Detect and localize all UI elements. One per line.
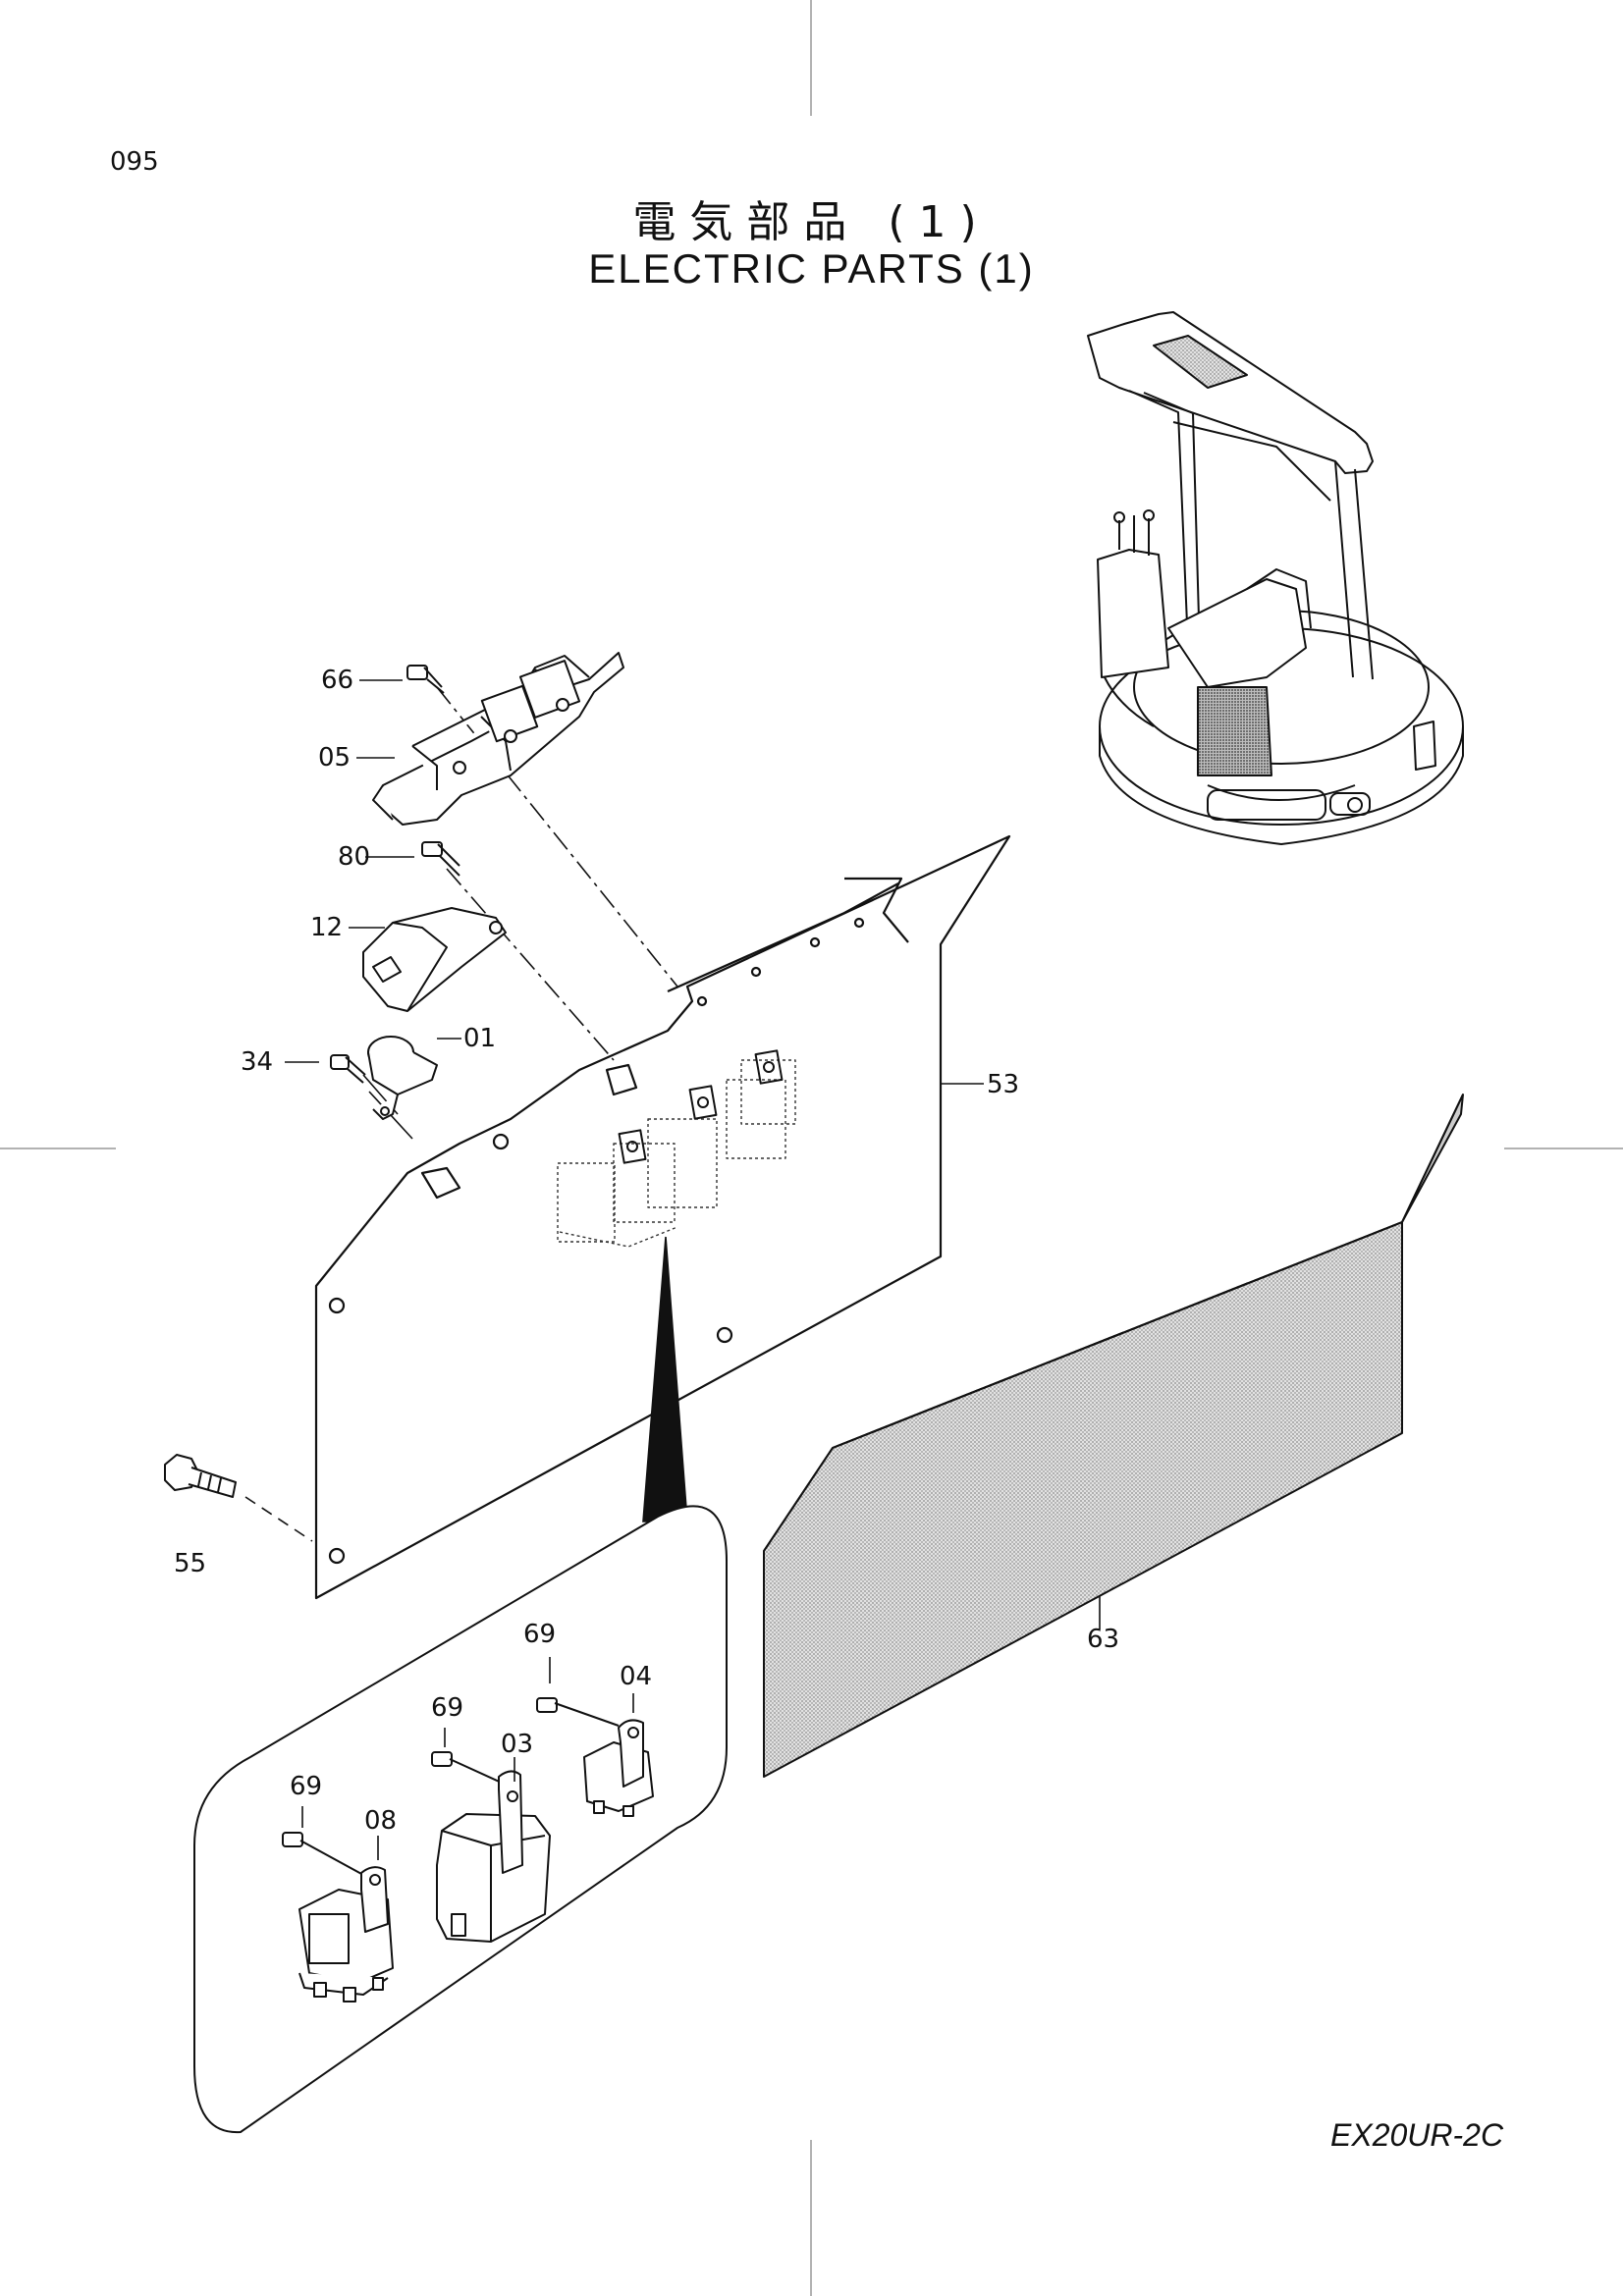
mounting-plate	[314, 834, 1011, 1600]
title-english: ELECTRIC PARTS (1)	[588, 245, 1035, 292]
bracket-12	[362, 841, 507, 1012]
part-label-04: 04	[620, 1662, 653, 1691]
part-label-05: 05	[318, 743, 352, 773]
cover-panel-63	[763, 1094, 1464, 1778]
part-label-03: 03	[501, 1730, 534, 1759]
part-label-12: 12	[310, 913, 344, 942]
part-label-55: 55	[174, 1549, 207, 1578]
part-label-69-b: 69	[431, 1693, 464, 1723]
part-label-66: 66	[321, 666, 354, 695]
bolt-55	[164, 1454, 237, 1498]
model-number: EX20UR-2C	[1330, 2117, 1504, 2153]
part-label-34: 34	[241, 1047, 274, 1077]
relay-04	[536, 1697, 654, 1817]
part-label-63: 63	[1087, 1625, 1120, 1654]
title-japanese: 電気部品 (1)	[632, 197, 991, 247]
part-label-69-c: 69	[290, 1772, 323, 1801]
relay-03	[431, 1751, 551, 1943]
relay-08	[282, 1832, 394, 2002]
part-label-53: 53	[987, 1070, 1020, 1099]
component-01	[330, 1036, 438, 1120]
connector-block	[372, 652, 624, 826]
page-number: 095	[110, 147, 159, 177]
part-label-69-a: 69	[523, 1620, 557, 1649]
leader-lines	[244, 679, 1101, 1629]
part-label-08: 08	[364, 1806, 398, 1836]
part-label-80: 80	[338, 842, 371, 872]
part-label-01: 01	[463, 1024, 497, 1053]
inset-leaders	[301, 1657, 634, 1860]
machine-overview	[1087, 311, 1464, 845]
